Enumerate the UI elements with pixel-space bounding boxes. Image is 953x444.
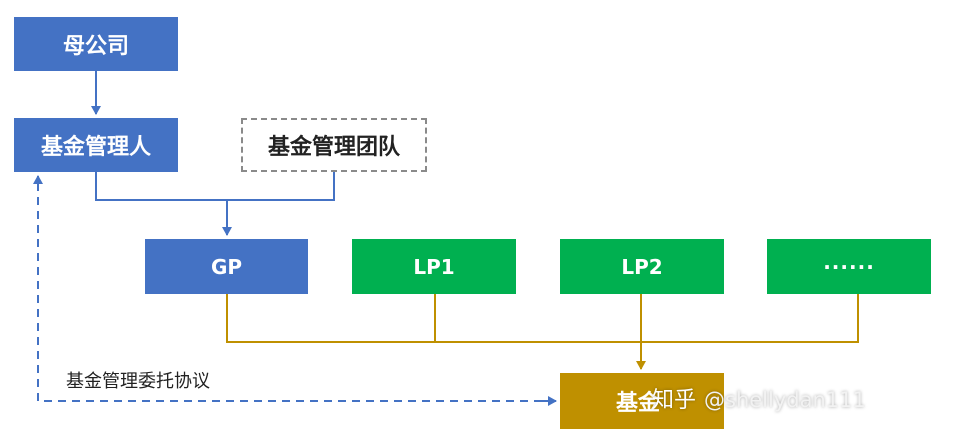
node-lp2-label: LP2 xyxy=(621,254,663,279)
node-lp2: LP2 xyxy=(560,239,724,294)
node-more-lps: ······ xyxy=(767,239,931,294)
node-fund-manager-label: 基金管理人 xyxy=(40,135,151,160)
watermark-brand: 知乎 xyxy=(652,388,697,413)
agreement-label: 基金管理委托协议 xyxy=(66,371,210,392)
edge-partners-bus xyxy=(226,294,859,343)
node-management-team: 基金管理团队 xyxy=(241,118,427,172)
node-gp-label: GP xyxy=(210,254,243,279)
watermark: 知乎 @shellydan111 xyxy=(652,382,866,414)
node-lp1-label: LP1 xyxy=(413,254,455,279)
node-parent-company-label: 母公司 xyxy=(62,34,129,59)
watermark-handle: @shellydan111 xyxy=(704,388,866,412)
node-management-team-label: 基金管理团队 xyxy=(267,135,400,160)
node-gp: GP xyxy=(145,239,308,294)
node-more-lps-label: ······ xyxy=(823,254,875,279)
node-fund-label: 基金 xyxy=(616,391,661,416)
edge-manager-team-merge xyxy=(95,172,335,201)
node-parent-company: 母公司 xyxy=(14,17,178,71)
node-fund-manager: 基金管理人 xyxy=(14,118,178,172)
edge-agreement-dashed xyxy=(33,175,556,402)
node-lp1: LP1 xyxy=(352,239,516,294)
node-fund: 基金 xyxy=(560,373,724,429)
